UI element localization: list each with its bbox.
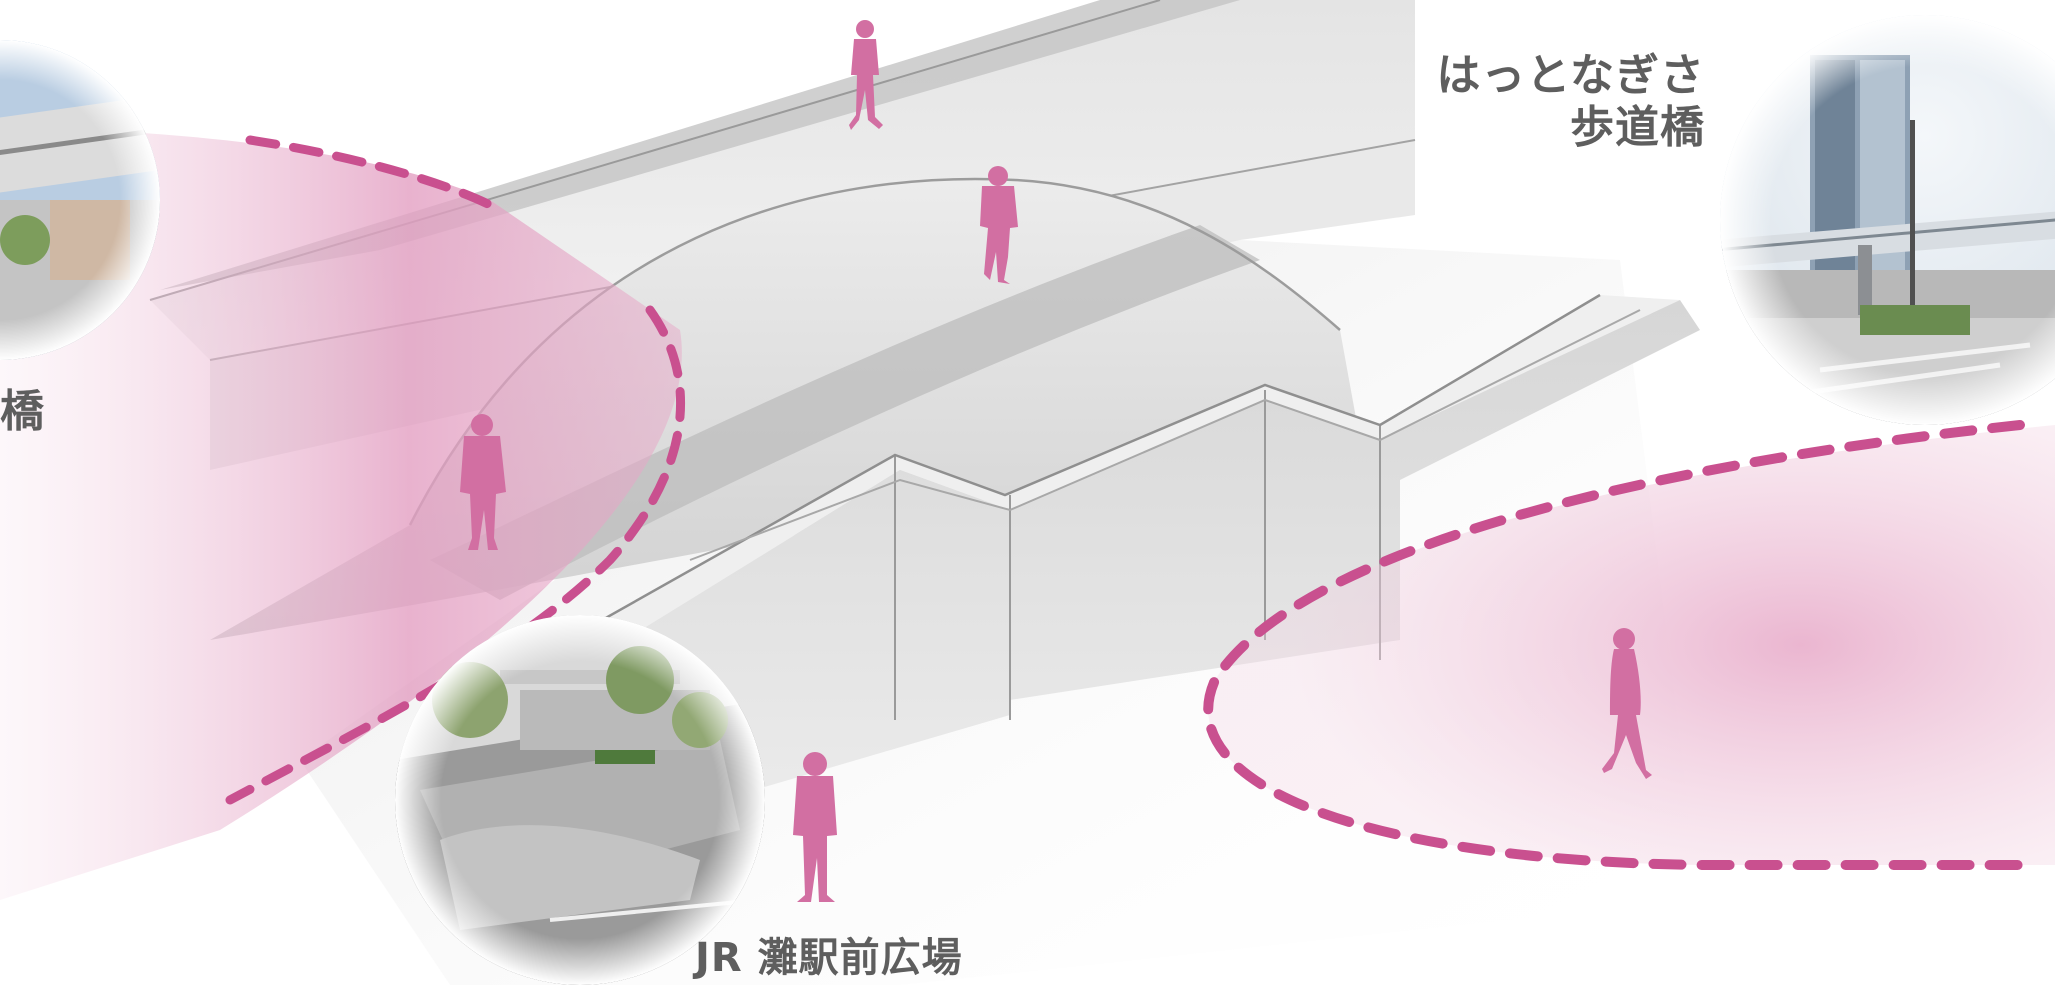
right-pink-dashed-boundary [1203, 420, 2025, 870]
label-hattonagisa-bridge: はっとなぎさ 歩道橋 [1436, 50, 1705, 154]
label-hattonagisa-line1: はっとなぎさ [1436, 50, 1705, 101]
person-right-zone [1602, 628, 1652, 779]
box-bridge-top [540, 295, 1680, 680]
left-pink-dashed-boundary [225, 135, 686, 805]
box-bridge-edge [539, 293, 1601, 657]
label-hattonagisa-line2: 歩道橋 [1570, 101, 1705, 153]
person-arched-bridge [980, 166, 1018, 284]
box-bridge-lower-edge [689, 309, 1641, 561]
person-left-zone [460, 414, 506, 550]
box-bridge-deck [560, 300, 1700, 830]
label-left-bridge: 橋 [0, 386, 45, 437]
person-upper-bridge [849, 20, 883, 130]
box-bridge-columns [894, 390, 1381, 720]
label-jr-nada-plaza: JR 灘駅前広場 [695, 935, 963, 981]
photo-jr-plaza [395, 615, 765, 985]
photo-hattonagisa-bridge [1720, 15, 2055, 425]
pedestrian-figures [460, 20, 1652, 902]
person-bottom [793, 752, 837, 902]
left-pink-zone [0, 130, 682, 900]
arched-bridge-path [430, 225, 1260, 600]
photo-left-bridge [0, 40, 160, 360]
